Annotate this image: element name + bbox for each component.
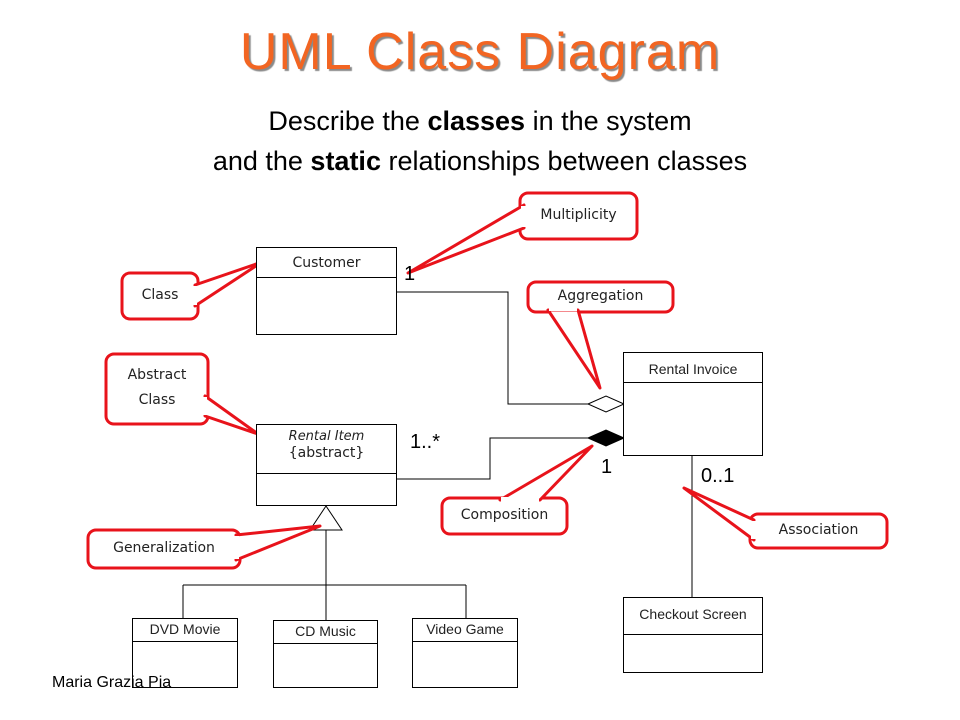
callout-class-label: Class — [141, 287, 179, 303]
callout-aggregation-label: Aggregation — [557, 288, 644, 304]
aggregation-diamond — [586, 395, 626, 413]
class-rental-invoice-name: Rental Invoice — [648, 361, 738, 377]
multiplicity-customer: 1 — [404, 263, 416, 285]
multiplicity-invoice-composition: 1 — [601, 456, 613, 478]
callout-association-pointer — [682, 486, 756, 542]
callout-abstract-class-pointer — [203, 394, 260, 436]
class-checkout-screen-name: Checkout Screen — [639, 606, 747, 622]
aggregation-line — [396, 291, 590, 405]
class-checkout-screen: Checkout Screen — [623, 597, 763, 673]
class-cd-music: CD Music — [273, 620, 378, 688]
footer-author: Maria Grazia Pia — [52, 674, 172, 691]
callout-composition-pointer — [498, 444, 594, 502]
callout-abstract-class-label-1: Abstract — [127, 367, 187, 383]
class-cd-music-name: CD Music — [295, 623, 356, 639]
class-rental-invoice: Rental Invoice — [623, 352, 763, 456]
callout-abstract-class-bubble — [104, 352, 210, 426]
callout-aggregation-pointer — [546, 308, 602, 390]
class-dvd-movie-divider — [133, 641, 237, 642]
class-rental-item-stereotype: {abstract} — [288, 445, 365, 461]
class-video-game: Video Game — [412, 618, 518, 688]
subtitle-line-2: and the static relationships between cla… — [212, 146, 748, 176]
callout-generalization-label: Generalization — [113, 540, 215, 556]
class-customer: Customer — [256, 247, 397, 335]
class-checkout-screen-divider — [624, 634, 762, 635]
class-customer-name: Customer — [292, 255, 361, 271]
callout-association-label: Association — [778, 522, 859, 538]
callout-abstract-class-label-2: Class — [138, 392, 176, 408]
class-video-game-divider — [413, 641, 517, 642]
class-rental-item-divider — [257, 473, 396, 474]
class-customer-divider — [257, 277, 396, 278]
callout-multiplicity-pointer — [406, 203, 526, 275]
composition-diamond — [586, 429, 626, 447]
class-rental-invoice-divider — [624, 382, 762, 383]
callout-aggregation-bubble — [526, 280, 675, 314]
composition-line — [396, 437, 590, 480]
class-dvd-movie-name: DVD Movie — [149, 621, 221, 637]
class-dvd-movie: DVD Movie — [132, 618, 238, 688]
multiplicity-rental-item: 1..* — [410, 431, 441, 453]
class-rental-item: Rental Item {abstract} — [256, 424, 397, 506]
subtitle-line-1: Describe the classes in the system — [268, 106, 692, 136]
callout-composition-label: Composition — [460, 507, 549, 523]
callout-generalization-pointer — [234, 524, 322, 562]
slide-title: UML Class Diagram — [239, 23, 721, 81]
class-video-game-name: Video Game — [426, 621, 504, 637]
class-cd-music-divider — [274, 643, 377, 644]
callout-class-pointer — [193, 260, 264, 308]
callout-multiplicity-label: Multiplicity — [540, 207, 617, 223]
multiplicity-invoice-association: 0..1 — [701, 465, 735, 487]
class-rental-item-name: Rental Item — [288, 429, 365, 444]
